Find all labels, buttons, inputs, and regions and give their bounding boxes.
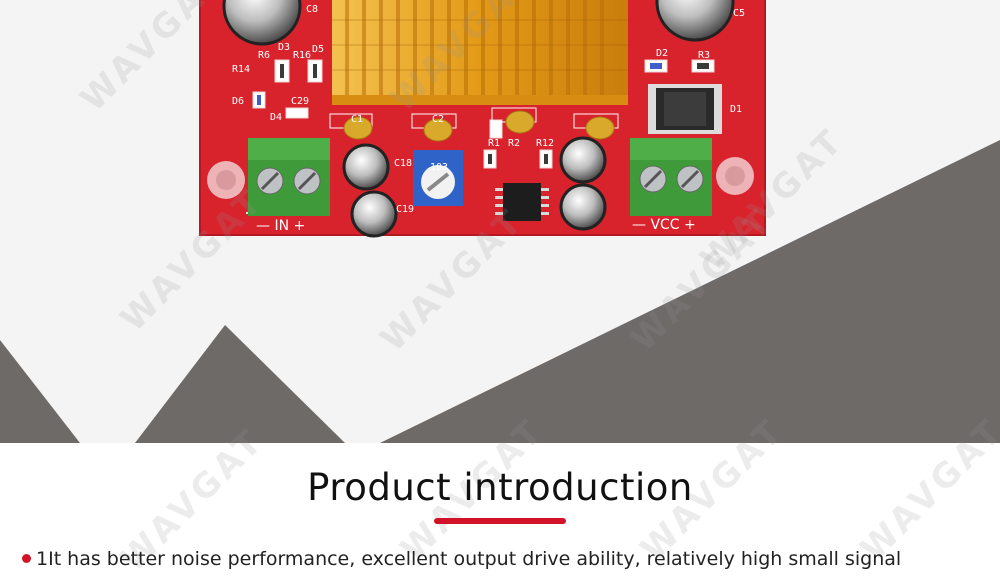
label-r12: R12	[536, 138, 554, 149]
title-underline	[434, 518, 566, 524]
label-c5: C5	[733, 8, 745, 19]
label-d3: D3	[278, 42, 290, 53]
label-d6: D6	[232, 96, 244, 107]
inductor-d1	[648, 84, 722, 134]
gray-shape-center	[135, 325, 345, 443]
label-r1: R1	[488, 138, 500, 149]
capacitor-right-bottom	[561, 185, 605, 229]
label-vcc: — VCC +	[632, 217, 696, 233]
product-photo: C8 C5 R6 R16 D3 D5 R14 D6 D4 C29 C1 C2 R…	[0, 0, 1000, 443]
ceramic-cap-c1	[343, 116, 373, 140]
capacitor-c19	[352, 192, 396, 236]
label-r14: R14	[232, 64, 250, 75]
label-c18: C18	[394, 158, 412, 169]
capacitor-c8	[224, 0, 300, 44]
terminal-block-vcc	[630, 138, 712, 216]
label-in: — IN +	[256, 218, 305, 234]
ic-chip	[495, 183, 549, 221]
capacitor-right-top	[561, 138, 605, 182]
ceramic-cap-c2	[423, 118, 453, 142]
content-section	[0, 443, 1000, 585]
label-c2: C2	[432, 114, 444, 125]
section-title: Product introduction	[307, 466, 693, 509]
description-line: 1It has better noise performance, excell…	[22, 548, 992, 572]
terminal-block-in	[248, 138, 330, 216]
label-c1: C1	[351, 114, 363, 125]
label-r16: R16	[293, 50, 311, 61]
potentiometer	[413, 150, 463, 206]
gray-shape-right	[380, 140, 1000, 443]
label-d4: D4	[270, 112, 282, 123]
label-c29: C29	[291, 96, 309, 107]
label-pot: 103	[430, 162, 448, 173]
bullet-dot	[22, 554, 31, 563]
heatsink	[332, 0, 628, 105]
label-r3: R3	[698, 50, 710, 61]
label-c19: C19	[396, 204, 414, 215]
ceramic-cap-4	[585, 116, 615, 140]
gray-shape-left	[0, 340, 80, 443]
description-text: 1It has better noise performance, excell…	[36, 548, 902, 570]
capacitor-c5	[657, 0, 733, 40]
label-d5: D5	[312, 44, 324, 55]
label-d2: D2	[656, 48, 668, 59]
label-c8: C8	[306, 4, 318, 15]
capacitor-c18	[344, 145, 388, 189]
label-d1: D1	[730, 104, 742, 115]
product-illustration: C8 C5 R6 R16 D3 D5 R14 D6 D4 C29 C1 C2 R…	[0, 0, 1000, 443]
ceramic-cap-3	[505, 110, 535, 134]
label-r2: R2	[508, 138, 520, 149]
label-r6: R6	[258, 50, 270, 61]
